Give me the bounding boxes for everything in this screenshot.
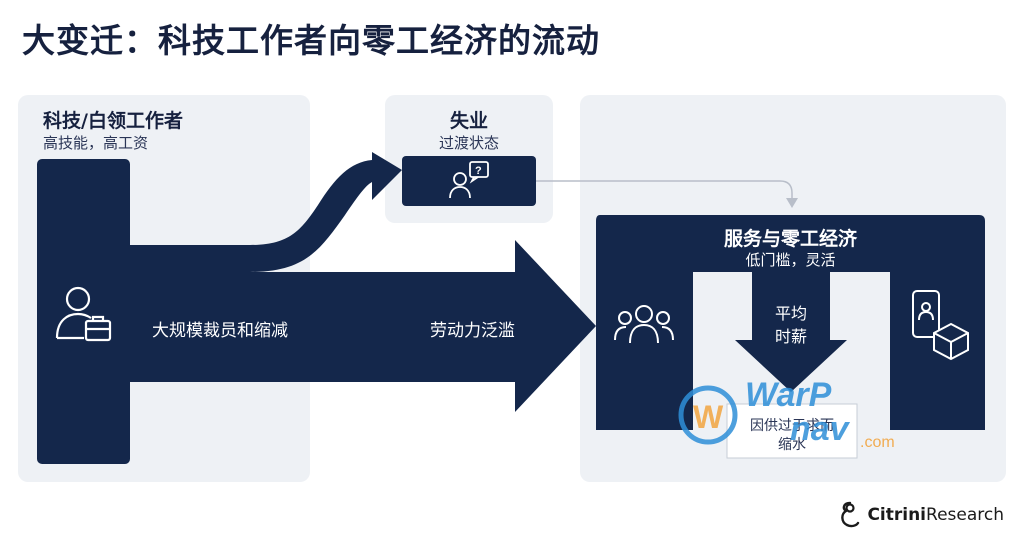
brand-logo: CitriniResearch: [839, 500, 1004, 530]
unemployment-subheading: 过渡状态: [438, 134, 499, 152]
svg-text:W: W: [693, 399, 724, 435]
wage-label-line2: 时薪: [774, 327, 807, 346]
note-line2: 缩水: [778, 437, 806, 453]
page-title: 大变迁：科技工作者向零工经济的流动: [22, 21, 600, 60]
svg-text:?: ?: [475, 165, 482, 177]
note-line1: 因供过于求而: [750, 418, 834, 434]
gig-economy-heading: 服务与零工经济: [723, 228, 857, 250]
watermark-suffix: .com: [860, 434, 895, 451]
gig-frame: [596, 215, 985, 430]
unemployment-box: [402, 156, 536, 206]
unemployment-heading: 失业: [449, 110, 488, 132]
connector-arrowhead: [786, 198, 798, 208]
watermark-text-2: nav: [790, 410, 849, 448]
phone-person-icon: [912, 290, 940, 338]
brand-bold: Citrini: [867, 505, 927, 525]
main-flow-label-2: 劳动力泛滥: [430, 321, 515, 341]
tech-worker-column: [37, 159, 130, 464]
connector-line: [536, 180, 793, 200]
gig-economy-subheading: 低门槛，灵活: [745, 251, 836, 269]
watermark-logo: W: [678, 385, 738, 445]
group-people-icon: [614, 305, 674, 344]
tech-worker-heading: 科技/白领工作者: [43, 110, 183, 132]
worker-briefcase-icon: [55, 286, 112, 342]
main-flow-label-1: 大规模裁员和缩减: [152, 321, 288, 341]
watermark-text-1: WarP: [745, 376, 832, 414]
note-box: [726, 403, 858, 459]
tech-worker-subheading: 高技能，高工资: [43, 134, 149, 152]
main-flow-arrow: [130, 240, 596, 412]
wage-label-line1: 平均: [774, 304, 807, 323]
down-arrow: [735, 272, 847, 392]
package-box-icon: [933, 322, 969, 361]
citrini-logo-icon: [841, 501, 860, 528]
person-question-icon: ?: [449, 161, 489, 199]
curved-arrow: [130, 152, 402, 272]
brand-regular: Research: [926, 505, 1004, 525]
